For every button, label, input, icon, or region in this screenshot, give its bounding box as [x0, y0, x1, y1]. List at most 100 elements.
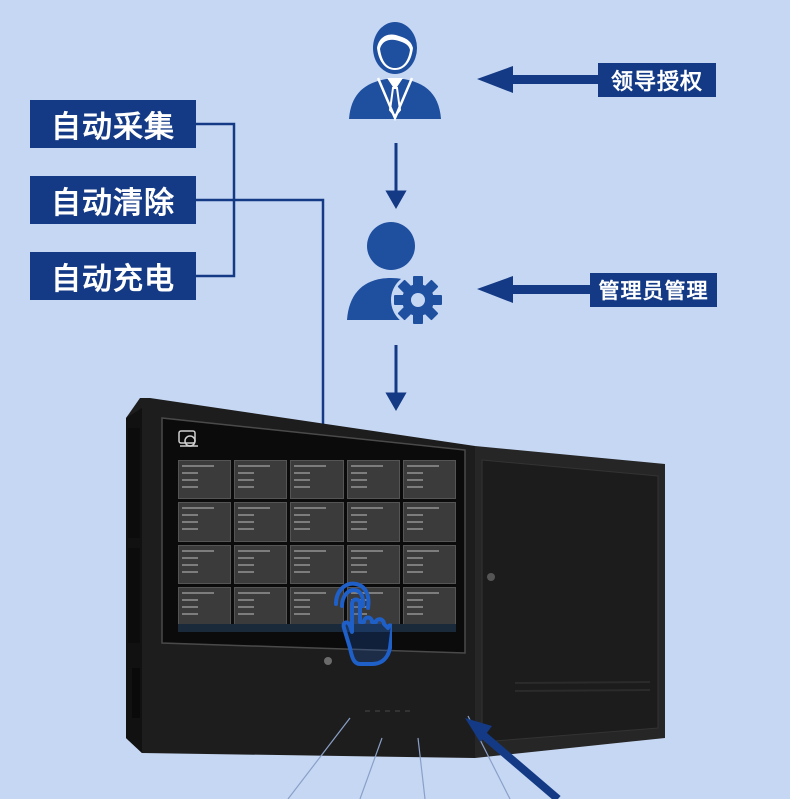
tile-text-line [294, 612, 311, 615]
tile-text-line [294, 507, 327, 510]
tile-text-line [238, 528, 255, 531]
tile-text-line [350, 549, 383, 552]
tile-text-line [182, 528, 198, 531]
tile-text-line [294, 570, 311, 573]
screen-tile[interactable] [346, 544, 400, 584]
tile-text-line [182, 598, 198, 601]
tile-text-line [294, 605, 311, 608]
tile-text-line [182, 514, 198, 517]
tile-text-line [238, 479, 255, 481]
screen-tile[interactable] [234, 502, 288, 542]
tile-text-line [350, 514, 367, 517]
screen-tile[interactable] [346, 502, 400, 542]
screen-tile[interactable] [290, 586, 344, 626]
tile-text-line [238, 514, 255, 517]
tile-text-line [238, 486, 255, 488]
hand-touch-icon [334, 581, 392, 666]
tile-text-line [294, 591, 327, 594]
arrow-left-2 [477, 276, 598, 303]
tile-text-line [238, 507, 271, 510]
screen-tile[interactable] [234, 586, 288, 626]
tile-text-line [182, 549, 214, 552]
label-auto-collect: 自动采集 [30, 100, 196, 148]
screen-tile[interactable] [178, 544, 232, 584]
tile-text-line [406, 598, 423, 601]
tile-text-line [182, 563, 198, 566]
tile-text-line [350, 563, 367, 566]
tile-text-line [294, 563, 311, 566]
tile-text-line [350, 507, 383, 510]
tile-text-line [182, 591, 214, 594]
tile-text-line [406, 570, 423, 573]
tile-text-line [182, 570, 198, 573]
tile-text-line [294, 486, 311, 488]
tile-text-line [182, 465, 214, 467]
tile-text-line [182, 556, 198, 559]
screen-tile-grid [178, 460, 456, 626]
tile-text-line [406, 612, 423, 615]
tile-text-line [350, 570, 367, 573]
screen-tile[interactable] [178, 460, 232, 500]
tile-text-line [182, 479, 198, 481]
tile-text-line [406, 472, 423, 474]
tile-text-line [294, 465, 327, 467]
arrow-down-2-head [385, 392, 407, 412]
screen-tile[interactable] [402, 544, 456, 584]
screen-tile[interactable] [290, 502, 344, 542]
tile-text-line [182, 472, 198, 474]
arrow-left-1 [477, 66, 598, 93]
person-tie-icon [349, 22, 441, 121]
connector-clear [196, 198, 325, 478]
tile-text-line [406, 528, 423, 531]
tile-text-line [350, 521, 367, 524]
tile-text-line [182, 605, 198, 608]
tile-text-line [182, 507, 214, 510]
screen-tile[interactable] [234, 544, 288, 584]
screen-tile[interactable] [290, 544, 344, 584]
tile-text-line [350, 479, 367, 481]
screen-tile[interactable] [178, 502, 232, 542]
screen-tile[interactable] [402, 502, 456, 542]
tile-text-line [294, 528, 311, 531]
screen-tile[interactable] [234, 460, 288, 500]
tile-text-line [238, 549, 271, 552]
tile-text-line [238, 591, 271, 594]
tile-text-line [406, 563, 423, 566]
arrow-down-1-head [385, 190, 407, 210]
tile-text-line [294, 514, 311, 517]
tile-text-line [294, 472, 311, 474]
tile-text-line [238, 605, 255, 608]
tile-text-line [182, 521, 198, 524]
tile-text-line [350, 556, 367, 559]
tile-text-line [238, 612, 255, 615]
label-auto-charge: 自动充电 [30, 252, 196, 300]
tile-text-line [350, 472, 367, 474]
tile-text-line [182, 486, 198, 488]
tile-text-line [406, 507, 439, 510]
label-admin-manage: 管理员管理 [590, 273, 717, 307]
screen-tile[interactable] [402, 586, 456, 626]
tile-text-line [238, 472, 255, 474]
screen-tile[interactable] [178, 586, 232, 626]
tile-text-line [182, 612, 198, 615]
tile-text-line [294, 598, 311, 601]
tile-text-line [406, 556, 423, 559]
tile-text-line [238, 465, 271, 467]
tile-text-line [406, 465, 439, 467]
label-leader-auth: 领导授权 [598, 63, 716, 97]
tile-text-line [294, 521, 311, 524]
tile-text-line [406, 486, 423, 488]
screen-tile[interactable] [290, 460, 344, 500]
tile-text-line [238, 570, 255, 573]
tile-text-line [406, 521, 423, 524]
tile-text-line [350, 528, 367, 531]
tile-text-line [406, 479, 423, 481]
tile-text-line [406, 514, 423, 517]
screen-tile[interactable] [402, 460, 456, 500]
screen-tile[interactable] [346, 460, 400, 500]
tile-text-line [238, 598, 255, 601]
tile-text-line [294, 479, 311, 481]
tile-text-line [238, 563, 255, 566]
